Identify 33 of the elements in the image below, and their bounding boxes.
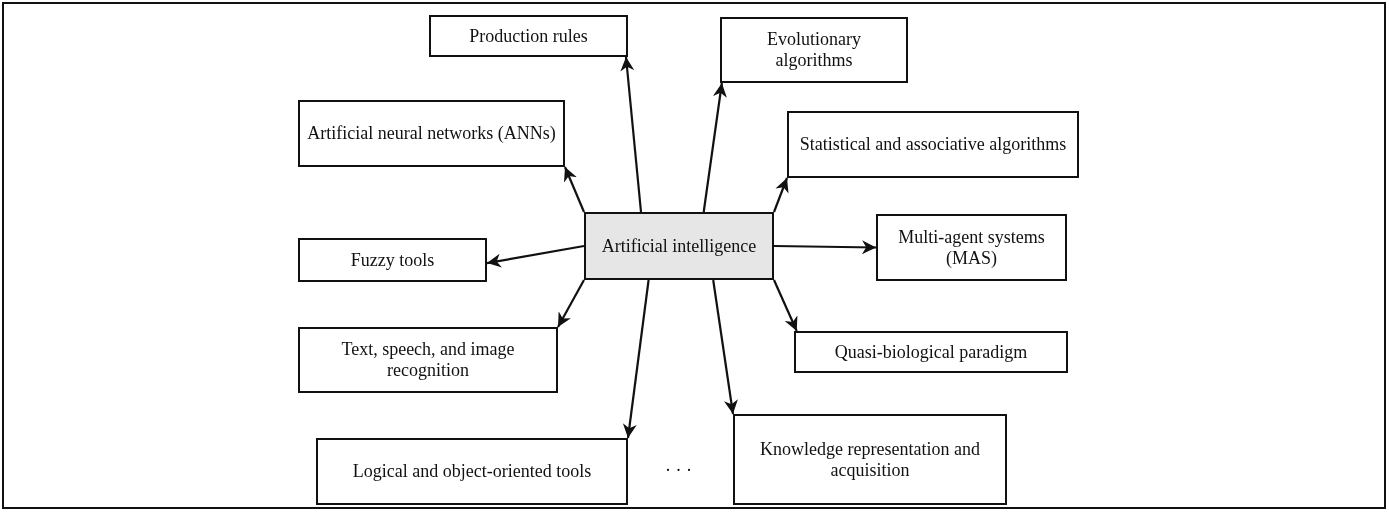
topic-box bbox=[720, 17, 908, 83]
topic-box bbox=[298, 238, 487, 282]
topic-box bbox=[429, 15, 628, 57]
topic-box bbox=[794, 331, 1068, 373]
node-label: Fuzzy tools bbox=[350, 249, 435, 271]
topic-box bbox=[316, 438, 628, 505]
arrow bbox=[712, 279, 738, 415]
arrow bbox=[622, 279, 650, 439]
arrow bbox=[774, 240, 876, 255]
arrow bbox=[772, 177, 789, 213]
node-label: Knowledge representation and acquisition bbox=[759, 438, 981, 481]
topic-box bbox=[733, 414, 1007, 505]
node-label: Evolutionary algorithms bbox=[766, 29, 862, 71]
arrow bbox=[564, 166, 585, 213]
arrow bbox=[773, 279, 798, 332]
topic-box bbox=[876, 214, 1067, 281]
node-label: Production rules bbox=[469, 25, 588, 47]
node-label: Logical and object-oriented tools bbox=[352, 461, 592, 482]
topic-box bbox=[298, 327, 558, 393]
node-label: Multi-agent systems (MAS) bbox=[897, 226, 1046, 269]
arrow bbox=[620, 56, 643, 213]
node-label: Quasi-biological paradigm bbox=[834, 341, 1028, 363]
node-label: Artificial neural networks (ANNs) bbox=[307, 123, 556, 144]
node-label: Text, speech, and image recognition bbox=[340, 339, 516, 381]
topic-box bbox=[298, 100, 565, 167]
arrow bbox=[557, 279, 585, 328]
arrow bbox=[486, 244, 585, 268]
central-box bbox=[584, 212, 774, 280]
topic-box bbox=[787, 111, 1079, 178]
arrow bbox=[702, 82, 727, 213]
node-label: Statistical and associative algorithms bbox=[799, 134, 1067, 155]
ellipsis-text: · · · bbox=[665, 460, 692, 481]
node-label: Artificial intelligence bbox=[601, 235, 757, 257]
